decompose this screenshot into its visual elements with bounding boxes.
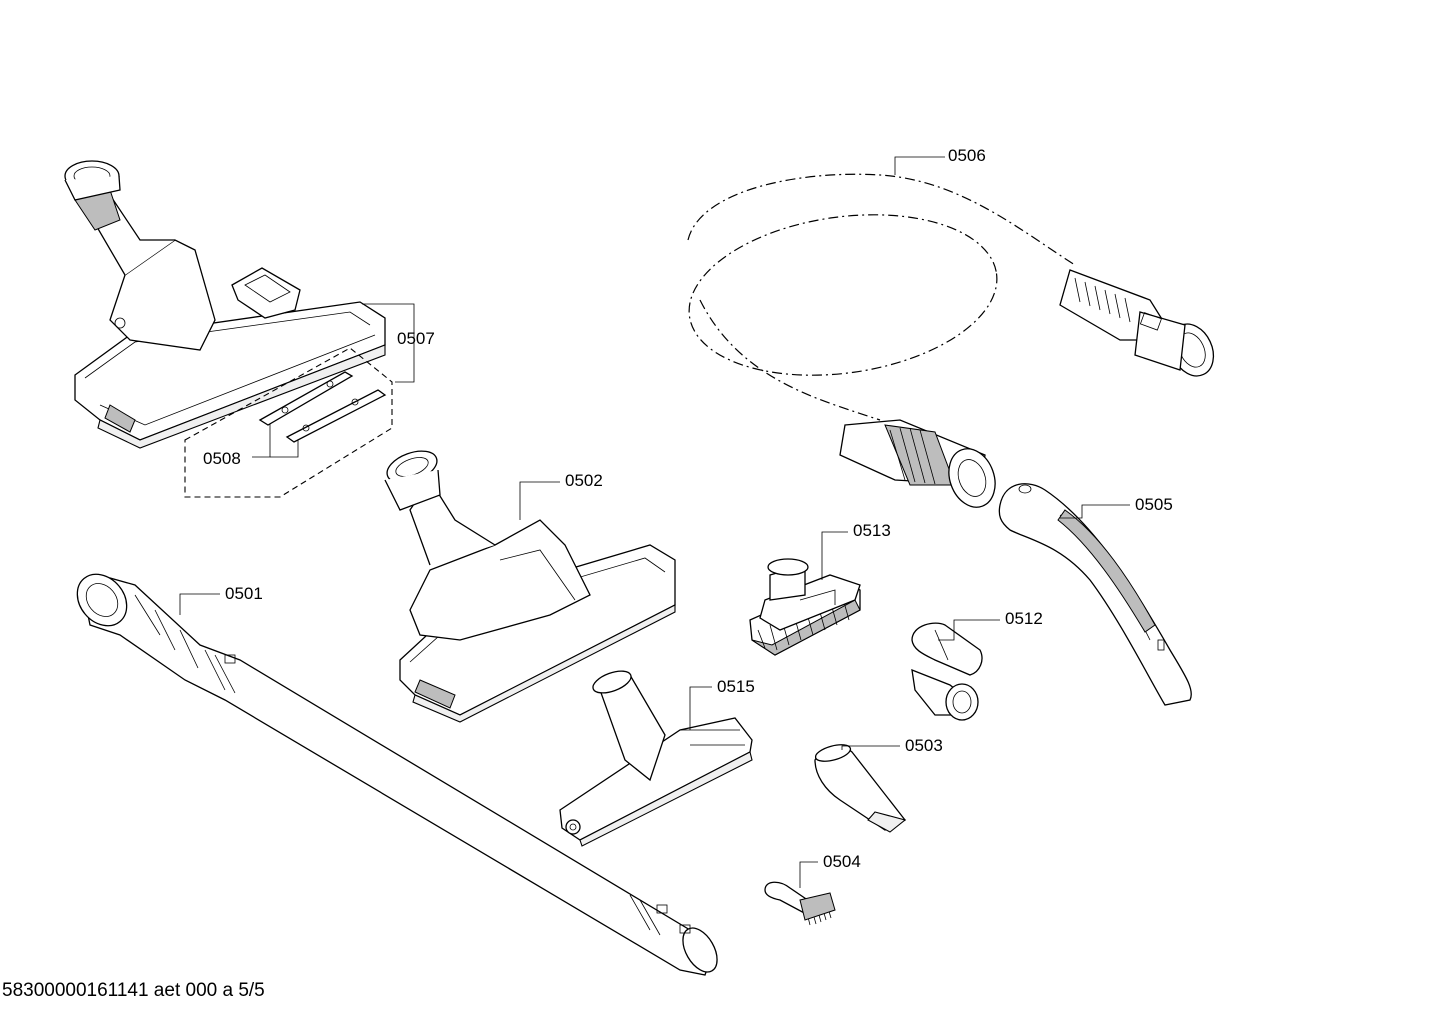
part-0502-floor-nozzle [384,450,676,723]
callout-0501: 0501 [225,584,263,603]
document-id: 58300000161141 aet 000 a 5/5 [2,980,265,1001]
leader-0508b [270,440,299,458]
part-0504-small-brush [764,881,836,926]
part-0506-hose [687,173,1215,508]
part-0508-strips [184,347,393,498]
part-0503-crevice-nozzle [814,744,907,833]
callout-0505: 0505 [1135,495,1173,514]
leader-0507 [362,303,415,383]
leader-0508a [252,424,271,458]
callout-0504: 0504 [823,852,861,871]
leader-0501 [179,593,220,615]
part-0505-handle [998,483,1192,706]
leader-0503 [841,745,900,750]
leader-0513 [821,531,848,580]
leader-0512 [938,619,1000,641]
part-0507-floor-nozzle [64,160,386,449]
callout-0502: 0502 [565,471,603,490]
part-0513-brush [749,558,861,656]
leader-0515 [689,686,712,730]
part-0515-upholstery-nozzle [559,670,753,847]
callout-0508: 0508 [203,449,241,468]
callout-0503: 0503 [905,736,943,755]
part-0512-adapter [911,622,983,721]
callout-0512: 0512 [1005,609,1043,628]
leader-0502 [519,481,560,520]
leader-0506 [894,156,945,175]
leader-0504 [799,861,818,888]
part-0501-telescopic-tube [76,573,718,976]
callout-0506: 0506 [948,146,986,165]
callout-0515: 0515 [717,677,755,696]
callout-0507: 0507 [397,329,435,348]
leader-0505 [1060,504,1130,519]
callout-0513: 0513 [853,521,891,540]
